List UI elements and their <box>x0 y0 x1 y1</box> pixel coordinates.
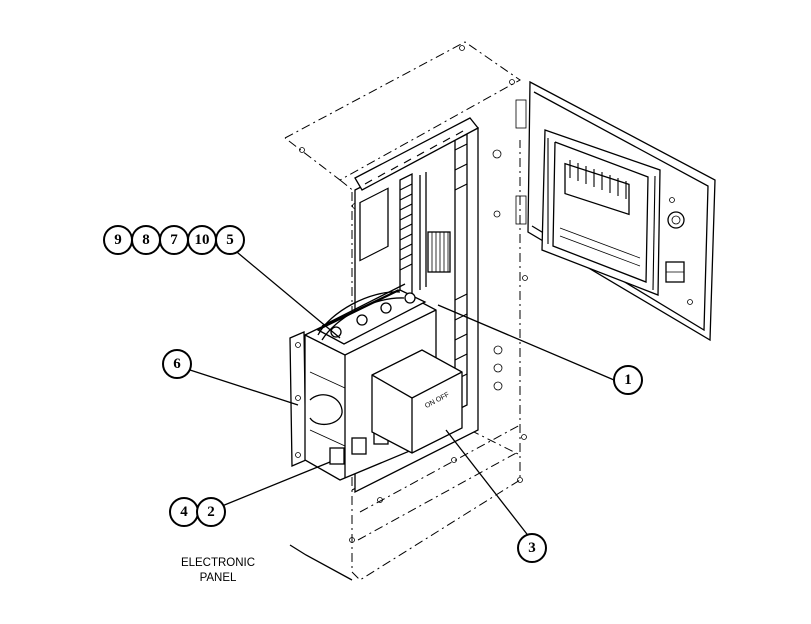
callout-7: 7 <box>159 225 189 255</box>
leader-5 <box>231 247 341 339</box>
callout-5-label: 5 <box>226 232 234 248</box>
callout-2: 2 <box>196 497 226 527</box>
door-connector-lower <box>665 261 685 283</box>
terminal-block <box>427 231 451 273</box>
circuit-breaker: ON OFF <box>371 349 463 454</box>
leader-2 <box>221 461 331 507</box>
callout-5: 5 <box>215 225 245 255</box>
leader-panel <box>289 544 353 581</box>
callout-9-label: 9 <box>114 232 122 248</box>
panel-label-line1: ELECTRONIC <box>181 557 255 569</box>
callout-6-label: 6 <box>173 356 181 372</box>
callout-6: 6 <box>162 349 192 379</box>
contactor-assembly <box>289 283 437 481</box>
contactor-top-terminals <box>316 283 427 345</box>
callout-1: 1 <box>613 365 643 395</box>
callout-4-label: 4 <box>180 504 188 520</box>
electronic-panel-label: ELECTRONIC PANEL <box>181 557 255 584</box>
board-component-row <box>564 162 630 216</box>
leader-3 <box>445 429 531 539</box>
callout-4: 4 <box>169 497 199 527</box>
callout-10-label: 10 <box>195 232 210 248</box>
callout-3-label: 3 <box>528 540 536 556</box>
callout-8: 8 <box>131 225 161 255</box>
callout-9: 9 <box>103 225 133 255</box>
circuit-board <box>541 129 661 296</box>
electronic-panel-door <box>515 80 716 342</box>
callout-3: 3 <box>517 533 547 563</box>
leader-lines <box>189 247 615 581</box>
callout-7-label: 7 <box>170 232 178 248</box>
callout-8-label: 8 <box>142 232 150 248</box>
leader-1 <box>437 304 615 381</box>
callout-10: 10 <box>187 225 217 255</box>
door-connector-upper <box>667 211 685 229</box>
callout-1-label: 1 <box>624 372 632 388</box>
panel-label-line2: PANEL <box>200 572 237 584</box>
leader-6 <box>189 369 299 406</box>
callout-2-label: 2 <box>207 504 215 520</box>
wire-duct-top <box>354 117 479 191</box>
